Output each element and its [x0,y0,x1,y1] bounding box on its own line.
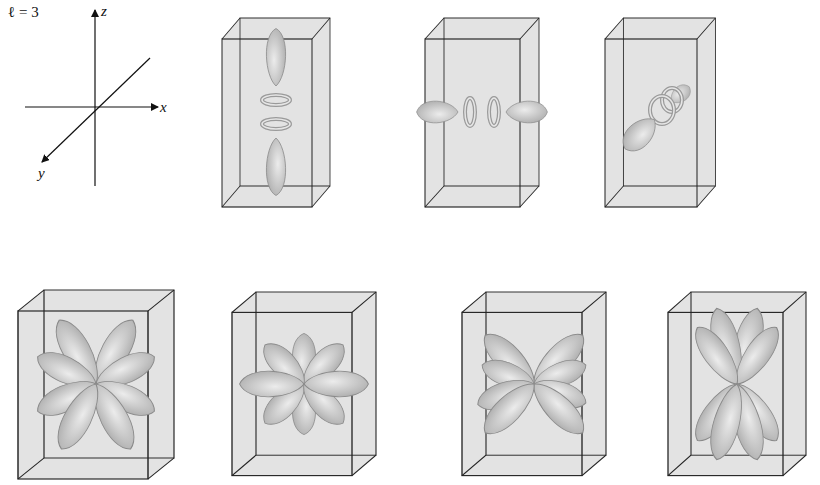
orbital-fx3 [417,98,548,126]
axis-label: y [38,166,45,181]
orbital-8-lobe [687,305,786,463]
orbital-8-lobe [474,326,592,442]
orbital-8-lobe [32,314,160,456]
orbital-fz3 [262,29,290,196]
axis-label: x [160,100,167,115]
orbital-fy3 [616,81,694,158]
quantum-number: ℓ = 3 [8,5,39,20]
axes [25,10,158,186]
axis-label: z [101,4,107,19]
orbital-8-lobe [240,333,369,434]
